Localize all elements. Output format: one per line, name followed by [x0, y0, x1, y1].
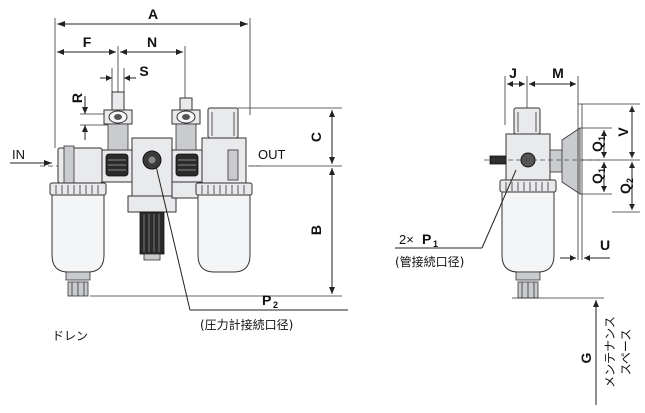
regulator-unit — [101, 91, 177, 261]
dim-b-label: B — [308, 225, 324, 235]
out-port: OUT — [258, 147, 286, 162]
dim-a-label: A — [148, 6, 158, 22]
dimension-a: A — [54, 6, 251, 148]
drain-label: ドレン — [52, 329, 88, 343]
front-view: A F N S — [10, 6, 348, 343]
dim-u-label: U — [600, 237, 610, 253]
q2-letter: Q — [617, 183, 633, 194]
dimension-m: M — [529, 65, 579, 104]
p1-letter: P — [422, 231, 431, 247]
dimension-n: N — [120, 34, 186, 115]
dimension-b: B — [90, 168, 342, 297]
dimension-v-group: V Q 1 Q 1 Q 2 — [577, 103, 640, 260]
side-view: J M — [395, 65, 640, 405]
dim-s-label: S — [139, 63, 148, 79]
dim-m-label: M — [552, 65, 564, 81]
q1-lower-sub: 1 — [597, 168, 607, 173]
in-port-label: IN — [12, 147, 25, 162]
dim-f-label: F — [83, 34, 92, 50]
pipe-port-note: (管接続口径) — [395, 254, 464, 269]
dim-g-label: G — [578, 352, 594, 363]
dim-c-label: C — [308, 132, 324, 142]
p2-subscript: 2 — [273, 300, 278, 310]
dimension-g: G メンテナンス スペース — [512, 297, 633, 405]
dimension-u: U — [560, 237, 610, 261]
dimension-f: F — [57, 34, 119, 115]
maintenance-label-line2: スペース — [619, 329, 633, 376]
out-port-label: OUT — [258, 147, 286, 162]
dimension-c: C — [238, 107, 342, 167]
gauge-port-note: (圧力計接続口径) — [200, 317, 293, 332]
p1-callout: 2× P 1 (管接続口径) — [395, 169, 517, 269]
maintenance-label-line1: メンテナンス — [603, 316, 617, 388]
p2-callout: P 2 (圧力計接続口径) — [155, 165, 348, 332]
q1-lower-letter: Q — [589, 173, 605, 184]
in-port: IN — [10, 147, 52, 166]
dim-r-label: R — [69, 93, 85, 103]
lubricator-connector — [171, 97, 203, 199]
q1-upper-letter: Q — [589, 141, 605, 152]
q2-sub: 2 — [625, 178, 635, 183]
side-body — [489, 107, 581, 299]
dim-v-label: V — [615, 127, 631, 137]
p1-subscript: 1 — [433, 239, 438, 249]
p2-letter: P — [262, 292, 271, 308]
lubricator-unit — [195, 107, 253, 273]
q1-upper-sub: 1 — [597, 136, 607, 141]
filter-unit — [49, 145, 107, 297]
dim-j-label: J — [509, 65, 517, 81]
dim-n-label: N — [147, 34, 157, 50]
p1-prefix: 2× — [399, 232, 414, 247]
